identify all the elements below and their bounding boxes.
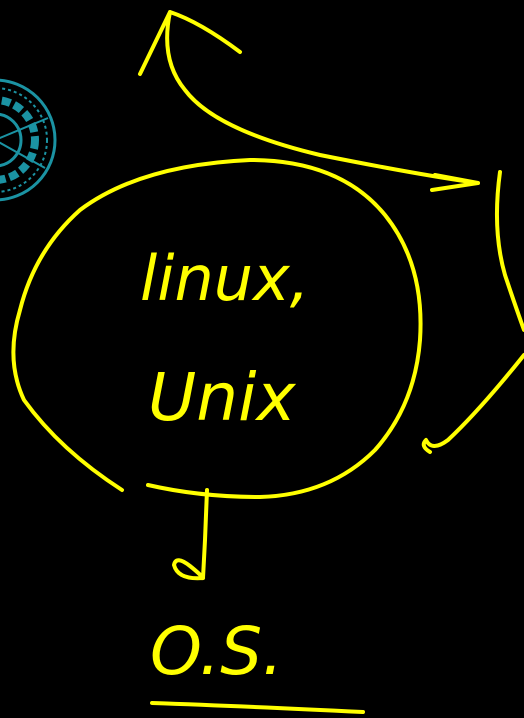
gear-icon bbox=[0, 78, 57, 202]
top-cycle-arrow bbox=[138, 10, 480, 192]
bottom-underline bbox=[150, 701, 365, 714]
down-arrow bbox=[172, 488, 209, 581]
center-circle bbox=[11, 158, 423, 499]
bottom-label: O.S. bbox=[150, 613, 283, 690]
return-arrow bbox=[421, 353, 524, 454]
center-label-line2: Unix bbox=[148, 359, 296, 436]
center-label-line1: linux, bbox=[140, 242, 309, 315]
right-side-stroke bbox=[494, 170, 524, 332]
